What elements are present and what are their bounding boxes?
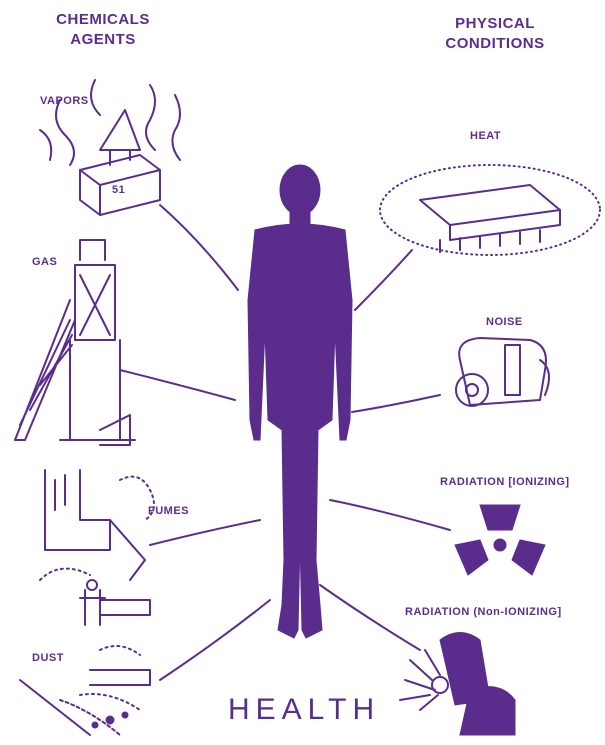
connector-vapors [160,205,238,290]
connector-heat [355,250,412,310]
physical-conditions-header: PHYSICAL CONDITIONS [440,14,550,54]
fumes-illustration [40,470,154,625]
noise-illustration [456,338,549,406]
label-dust: DUST [32,652,64,664]
label-noise: NOISE [486,316,523,328]
label-radiation-non-ionizing: RADIATION (Non-IONIZING] [405,606,562,618]
chemical-header-line1: CHEMICALS [48,10,158,30]
connector-dust [160,600,270,680]
connector-noise [352,395,440,412]
heat-illustration [380,165,600,255]
human-figure [248,165,352,638]
connector-gas [120,370,235,400]
connector-radiation-ionizing [330,500,450,530]
label-radiation-ionizing: RADIATION [IONIZING] [440,476,570,488]
radiation-ionizing-illustration [455,505,545,575]
label-gas: GAS [32,256,57,268]
physical-header-line1: PHYSICAL [440,14,550,34]
label-heat: HEAT [470,130,501,142]
vapor-box-number: 51 [112,184,125,196]
connector-fumes [150,520,260,545]
health-title: HEALTH [228,693,380,727]
label-vapors: VAPORS [40,95,89,107]
chemical-agents-header: CHEMICALS AGENTS [48,10,158,50]
chemical-header-line2: AGENTS [48,30,158,50]
gas-illustration [15,240,135,445]
physical-header-line2: CONDITIONS [440,34,550,54]
label-fumes: FUMES [148,505,189,517]
